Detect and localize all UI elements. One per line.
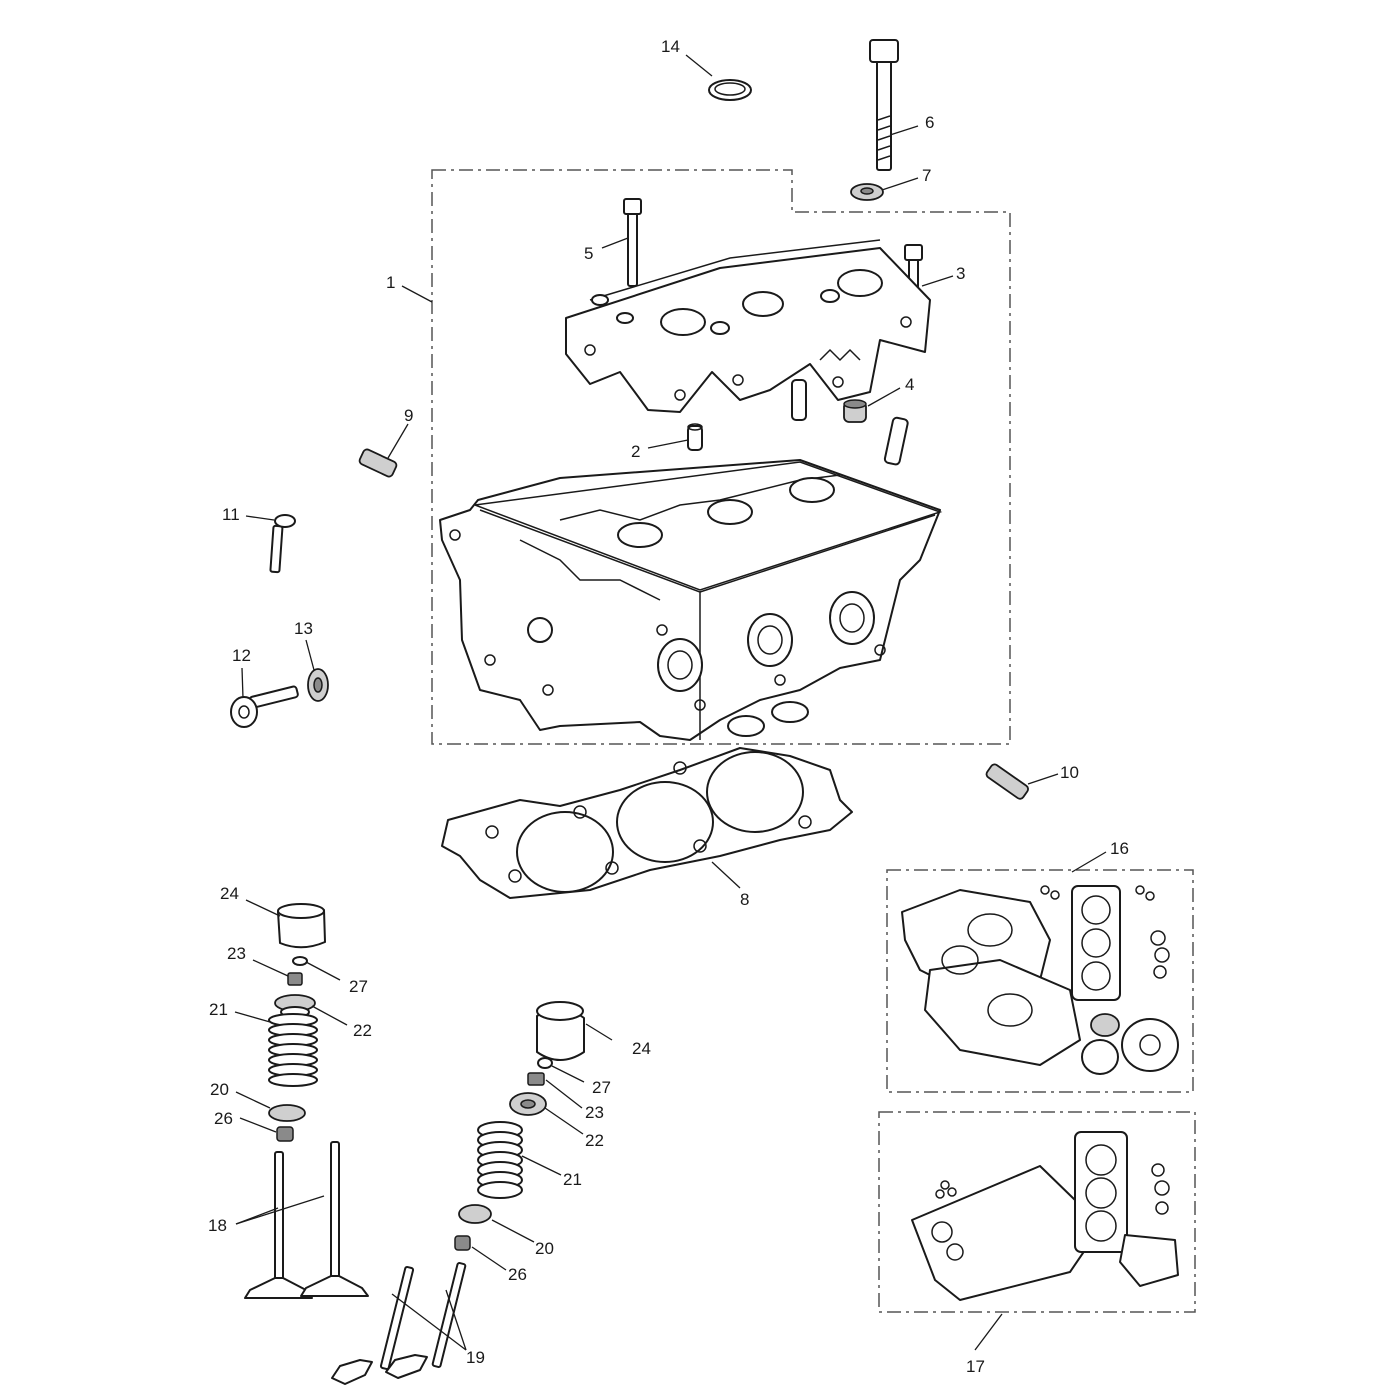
callout-27-left: 27: [349, 977, 368, 996]
valve-spring-left: [268, 1013, 318, 1087]
callout-24-right: 24: [632, 1039, 651, 1058]
o-ring-14: [708, 79, 752, 101]
callout-10: 10: [1060, 763, 1079, 782]
callout-8: 8: [740, 890, 749, 909]
callout-26-right: 26: [508, 1265, 527, 1284]
callout-27-right: 27: [592, 1078, 611, 1097]
callout-22-left: 22: [353, 1021, 372, 1040]
callout-23-left: 23: [227, 944, 246, 963]
callout-21-right: 21: [563, 1170, 582, 1189]
callout-24-left: 24: [220, 884, 239, 903]
gasket-set-17: [911, 1131, 1179, 1301]
callout-2: 2: [631, 442, 640, 461]
leader-lines: [234, 54, 1107, 1351]
bolt-12: [230, 685, 299, 728]
callout-21-left: 21: [209, 1000, 228, 1019]
bolt-5: [623, 198, 642, 287]
callout-6: 6: [925, 113, 934, 132]
fitting-9: [358, 448, 398, 478]
callout-14: 14: [661, 37, 680, 56]
callout-16: 16: [1110, 839, 1129, 858]
cylinder-head: [439, 459, 943, 741]
stud-10: [985, 763, 1029, 800]
callout-12: 12: [232, 646, 251, 665]
seal-13: [307, 668, 329, 702]
head-gasket-8: [441, 747, 853, 899]
cam-carrier: [565, 239, 931, 413]
callout-13: 13: [294, 619, 313, 638]
callout-9: 9: [404, 406, 413, 425]
callout-20-right: 20: [535, 1239, 554, 1258]
callout-1: 1: [386, 273, 395, 292]
head-bolt-6: [869, 39, 899, 171]
dowel-2: [687, 423, 703, 451]
callout-26-left: 26: [214, 1109, 233, 1128]
valves-19: [331, 1262, 467, 1385]
gasket-set-16: [901, 885, 1179, 1075]
bolt-11: [269, 514, 296, 574]
callout-4: 4: [905, 375, 914, 394]
callout-17: 17: [966, 1357, 985, 1376]
callout-3: 3: [956, 264, 965, 283]
callout-23-right: 23: [585, 1103, 604, 1122]
callout-18: 18: [208, 1216, 227, 1235]
callout-7: 7: [922, 166, 931, 185]
gasket-set-16-box: [886, 869, 1194, 1093]
callout-22-right: 22: [585, 1131, 604, 1150]
cylinder-head-assembly-box: [431, 169, 1011, 745]
callout-labels: 14 6 7 5 3 1 4 2 9 11 12 13 10 8 16 17 2…: [208, 37, 1129, 1376]
valves-18: [244, 1141, 369, 1299]
callout-11: 11: [222, 505, 240, 524]
valve-stack-left: [268, 903, 326, 1142]
valve-spring-right: [477, 1121, 523, 1199]
dowel-sleeves: [791, 379, 909, 466]
gasket-set-17-box: [878, 1111, 1196, 1313]
callout-5: 5: [584, 244, 593, 263]
washer-7: [850, 183, 884, 201]
intake-seals: [727, 701, 809, 737]
callout-19: 19: [466, 1348, 485, 1367]
plug-4: [843, 399, 867, 423]
valve-stack-right: [454, 1001, 585, 1251]
callout-20-left: 20: [210, 1080, 229, 1099]
